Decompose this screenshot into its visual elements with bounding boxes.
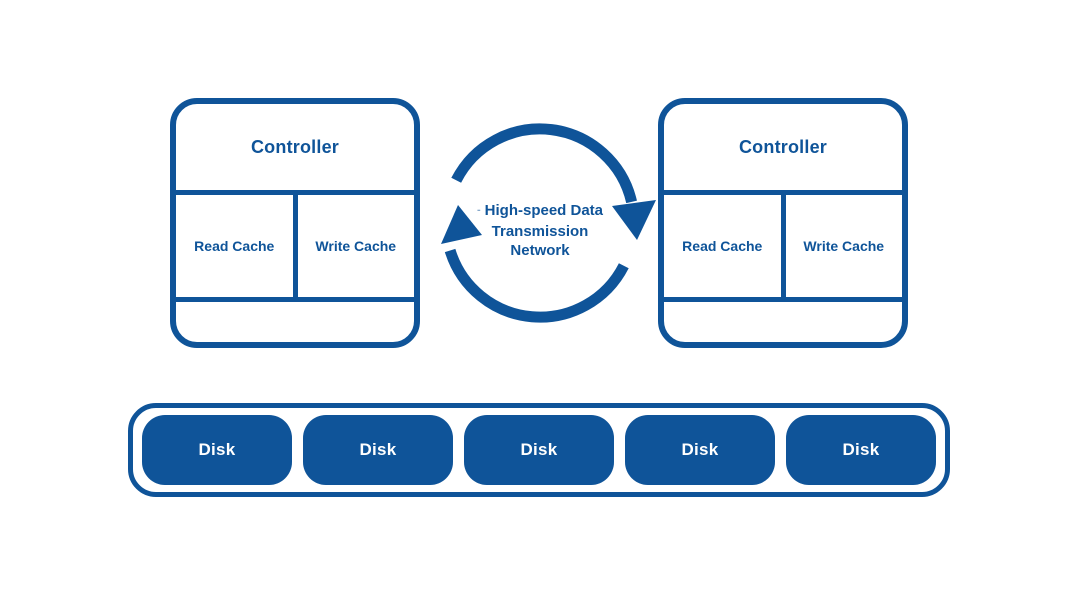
disk-item: Disk <box>786 415 936 485</box>
network-label-line2: Transmission <box>491 223 589 240</box>
cache-row: Read Cache Write Cache <box>176 195 414 302</box>
cycle-arc-bottom <box>444 248 629 323</box>
controller-box-right: Controller Read Cache Write Cache <box>658 98 908 348</box>
disk-item: Disk <box>142 415 292 485</box>
controller-title: Controller <box>176 104 414 195</box>
network-label-line1: -High-speed Data <box>476 202 604 219</box>
write-cache-cell: Write Cache <box>315 238 397 254</box>
network-label-line3: Network <box>510 242 570 259</box>
disk-item: Disk <box>464 415 614 485</box>
controller-reserved-strip <box>176 302 414 342</box>
disk-item: Disk <box>303 415 453 485</box>
read-cache-cell: Read Cache <box>176 195 298 297</box>
disk-enclosure: Disk Disk Disk Disk Disk <box>128 403 950 497</box>
controller-reserved-strip <box>664 302 902 342</box>
write-cache-cell: Write Cache <box>803 238 885 254</box>
label-dash: - <box>476 204 481 216</box>
cycle-arc-top <box>451 123 637 204</box>
controller-box-left: Controller Read Cache Write Cache <box>170 98 420 348</box>
controller-title: Controller <box>664 104 902 195</box>
read-cache-cell: Read Cache <box>664 195 786 297</box>
disk-item: Disk <box>625 415 775 485</box>
network-label: -High-speed Data Transmission Network <box>445 201 635 260</box>
cache-row: Read Cache Write Cache <box>664 195 902 302</box>
